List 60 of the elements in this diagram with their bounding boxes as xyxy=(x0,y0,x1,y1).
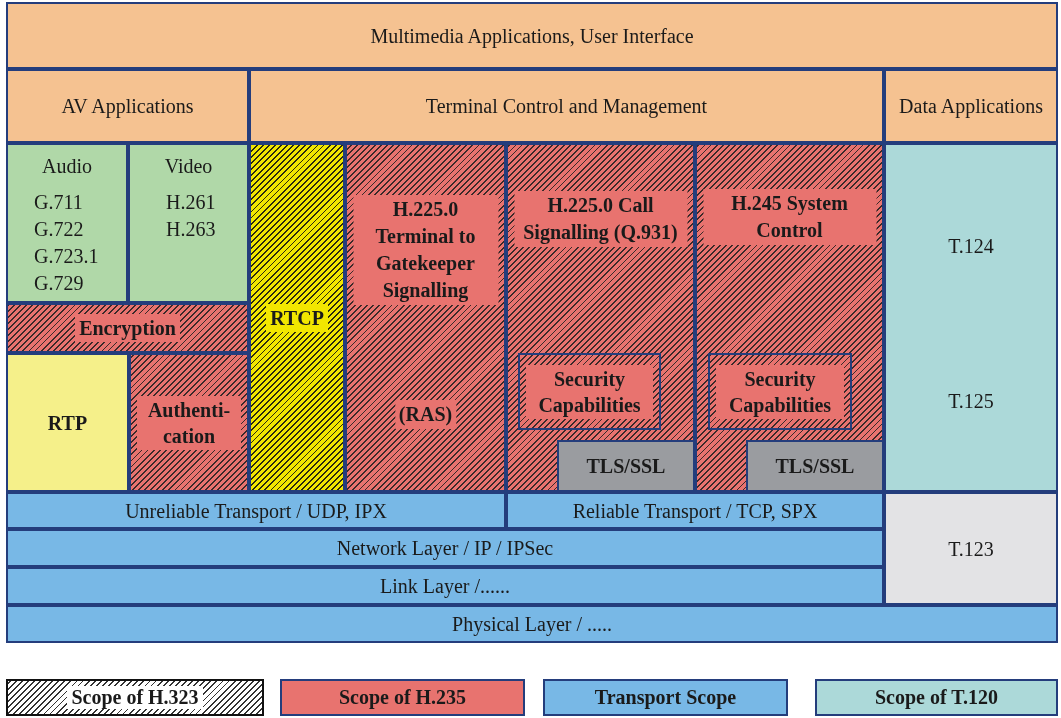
box-label: H.225.0 Call Signalling (Q.931) xyxy=(514,191,687,247)
transport-layer-box xyxy=(6,567,884,605)
box-label: T.124 xyxy=(947,234,995,259)
codec-box xyxy=(6,143,128,303)
box-label: Authenti-cation xyxy=(137,395,241,450)
box-label: Physical Layer / ..... xyxy=(451,612,613,637)
legend-label: Scope of H.235 xyxy=(338,686,467,709)
legend-label: Scope of H.323 xyxy=(67,686,203,709)
protocol-box xyxy=(345,143,506,492)
protocol-box xyxy=(6,353,129,492)
box-label: AV Applications xyxy=(60,94,195,119)
transport-layer-box xyxy=(506,492,884,529)
protocol-box xyxy=(708,353,852,430)
application-box xyxy=(249,69,884,143)
box-label: H.225.0 Terminal to Gatekeeper Signalling xyxy=(353,195,498,305)
box-label: (RAS) xyxy=(394,400,457,429)
legend-label: Transport Scope xyxy=(594,686,737,709)
box-label: Network Layer / IP / IPSec xyxy=(335,536,555,561)
box-label: Unreliable Transport / UDP, IPX xyxy=(124,498,388,524)
box-label: H.263 xyxy=(165,217,217,242)
security-box xyxy=(557,440,695,492)
box-label: H.245 System Control xyxy=(703,189,876,245)
protocol-box xyxy=(695,143,884,492)
box-label: Encryption xyxy=(75,314,180,342)
box-label: T.125 xyxy=(947,389,995,414)
box-label: G.722 xyxy=(33,217,85,242)
codec-box xyxy=(128,143,249,303)
box-label: G.711 xyxy=(33,190,84,215)
legend-label: Scope of T.120 xyxy=(874,686,999,709)
box-label: Reliable Transport / TCP, SPX xyxy=(571,498,819,524)
box-label: RTP xyxy=(46,410,89,436)
box-label: TLS/SSL xyxy=(585,454,667,479)
box-label: G.729 xyxy=(33,271,85,296)
security-box xyxy=(746,440,884,492)
box-label: RTCP xyxy=(266,303,328,332)
box-label: G.723.1 xyxy=(33,244,100,269)
application-box xyxy=(6,2,1058,69)
data-protocol-box xyxy=(884,492,1058,605)
protocol-box xyxy=(518,353,661,430)
box-label: Audio xyxy=(41,154,93,179)
box-label: Terminal Control and Management xyxy=(424,94,709,119)
box-label: Link Layer /...... xyxy=(379,574,511,599)
box-label: Data Applications xyxy=(898,94,1044,119)
transport-layer-box xyxy=(6,605,1058,643)
box-label: TLS/SSL xyxy=(774,454,856,479)
box-label: Video xyxy=(163,154,214,179)
box-label: T.123 xyxy=(947,536,995,562)
application-box xyxy=(6,69,249,143)
box-label: Security Capabilities xyxy=(526,364,653,419)
protocol-box xyxy=(249,143,345,492)
data-protocol-box xyxy=(884,143,1058,492)
transport-layer-box xyxy=(6,529,884,567)
box-label: Multimedia Applications, User Interface xyxy=(369,23,695,49)
protocol-box xyxy=(506,143,695,492)
transport-layer-box xyxy=(6,492,506,529)
protocol-box xyxy=(129,353,249,492)
box-label: H.261 xyxy=(165,190,217,215)
protocol-box xyxy=(6,303,249,353)
box-label: Security Capabilities xyxy=(716,364,844,419)
application-box xyxy=(884,69,1058,143)
